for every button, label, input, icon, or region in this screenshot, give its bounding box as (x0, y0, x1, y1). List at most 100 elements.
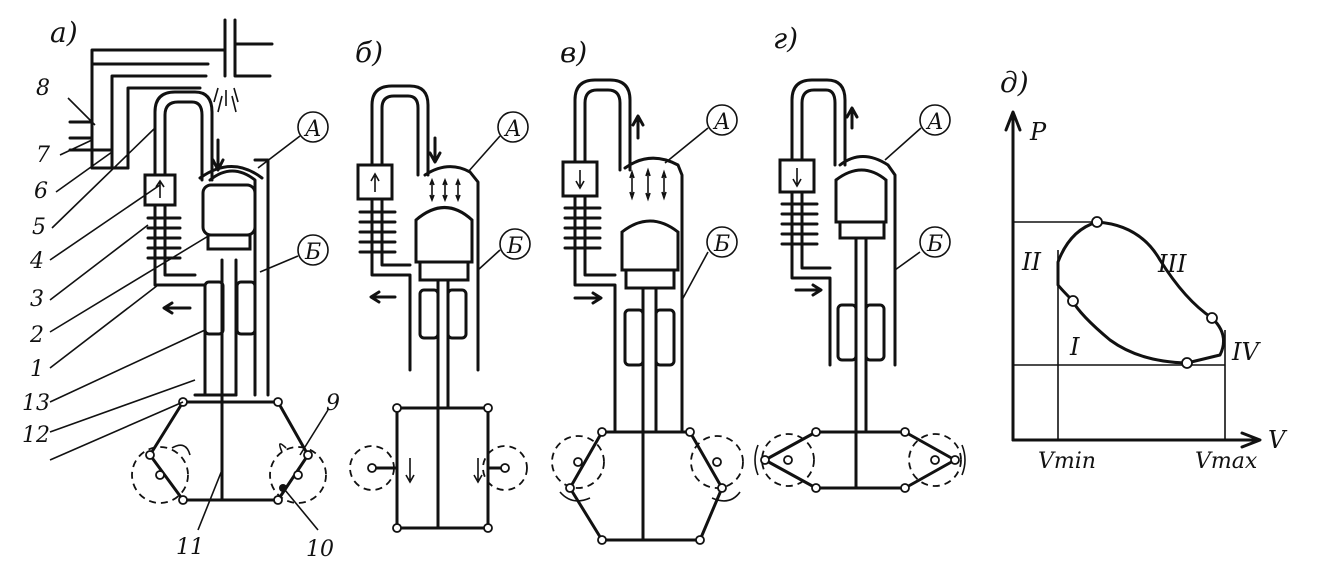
panel-g-letter: г) (773, 22, 798, 55)
panel-g: г) А Б (754, 22, 966, 493)
regenerator-arrow-icon (575, 170, 585, 190)
chamber-b-label: Б (926, 232, 943, 257)
part-number-leaders (49, 97, 329, 531)
burner-duct-outer (90, 48, 227, 170)
leader-b (259, 255, 299, 273)
part-number-12: 12 (22, 423, 50, 448)
part-number-8: 8 (36, 76, 50, 101)
rotation-arrows-icon (559, 491, 741, 502)
chamber-b-label: Б (304, 240, 321, 265)
cooler-pipe (153, 203, 207, 397)
cycle-point (1181, 357, 1193, 369)
displacer-rod (854, 236, 868, 490)
chamber-a-label: А (303, 117, 322, 142)
heater-loop-outer (370, 84, 430, 177)
panel-a-letter: а) (50, 16, 78, 49)
chamber-b-badge (297, 234, 329, 266)
cycle-point (1067, 295, 1079, 307)
heater-loop-outer (790, 78, 847, 167)
cooler-pipe (573, 194, 617, 432)
phase-label-iii: III (1157, 250, 1187, 278)
rhombic-linkage (148, 400, 310, 502)
part-number-7: 7 (36, 143, 50, 168)
cooler-pipe (790, 190, 832, 367)
crank-circle-right (482, 445, 528, 491)
power-piston-left (623, 308, 645, 367)
cooler-fins (358, 210, 397, 254)
crank-circle-left (761, 433, 815, 487)
chamber-b-label: Б (713, 232, 730, 257)
flow-arrow-down (428, 136, 442, 164)
rotation-arrows-icon (171, 443, 287, 456)
pv-cycle-curve (1056, 220, 1226, 365)
leader-b (477, 249, 501, 271)
leader-b (681, 251, 709, 301)
part-number-13: 13 (22, 391, 50, 416)
crank-circle-right (908, 433, 962, 487)
heater-loop-outer (573, 78, 632, 172)
chamber-a-badge (919, 104, 951, 136)
displacer-rod (220, 258, 238, 502)
displacer-piston (201, 183, 257, 237)
displacer-skirt (624, 268, 676, 290)
chamber-a-label: А (712, 110, 731, 135)
chamber-b-badge (706, 226, 738, 258)
displacer-skirt (206, 233, 252, 251)
part-number-5: 5 (32, 215, 46, 240)
chamber-b-badge (499, 228, 531, 260)
displacer-skirt (838, 220, 886, 240)
leader-a (664, 127, 709, 164)
v-axis-arrow-icon (1240, 431, 1262, 449)
power-piston-right (235, 280, 257, 336)
flow-arrow-up (845, 106, 859, 130)
leader-a (257, 135, 301, 169)
cylinder (838, 155, 897, 367)
part-number-6: 6 (34, 179, 48, 204)
chamber-a-badge (297, 111, 329, 143)
part-number-2: 2 (29, 323, 44, 348)
displacer-piston (834, 168, 888, 224)
vmax-label: Vmax (1195, 449, 1258, 474)
cylinder-head (208, 169, 257, 397)
crank-circle-left (551, 435, 605, 489)
flow-arrow-left (162, 301, 192, 315)
displacer-rod (436, 278, 450, 530)
panel-b: б) А Б (349, 36, 531, 533)
burner-nozzle (223, 18, 274, 78)
hot-space-dome (198, 165, 264, 180)
cooler-pipe (370, 197, 412, 372)
p-axis-label: P (1029, 118, 1047, 146)
panel-b-letter: б) (355, 36, 383, 69)
power-piston-left (203, 280, 225, 336)
displacer-rod (641, 286, 658, 542)
cycle-point (1091, 216, 1103, 228)
burner-duct-inner (110, 74, 208, 170)
part-number-11: 11 (176, 535, 204, 560)
gas-flow-arrows-icon (629, 167, 667, 202)
rotation-arrows-icon (754, 444, 966, 476)
displacer-skirt (418, 260, 470, 282)
panel-d-pv-diagram: д) P V II III I IV Vmin Vmax (1000, 66, 1288, 474)
regenerator-arrow-icon (792, 168, 802, 188)
crank-circle-left (131, 446, 189, 504)
chamber-b-badge (919, 226, 951, 258)
leader-b (894, 251, 921, 271)
part-number-3: 3 (30, 287, 44, 312)
chamber-a-badge (497, 111, 529, 143)
heater-loop-inner (800, 88, 837, 167)
panel-v-letter: в) (560, 36, 587, 69)
phase-label-i: I (1069, 333, 1080, 361)
part-number-9: 9 (326, 391, 340, 416)
heater-loop-inner (380, 94, 420, 177)
power-piston-right (654, 308, 676, 367)
chamber-a-badge (706, 104, 738, 136)
rotation-arrows-icon (405, 458, 483, 484)
regenerator-arrow-icon (155, 179, 165, 198)
phase-label-iv: IV (1231, 338, 1261, 366)
phase-label-ii: II (1021, 248, 1041, 276)
heater-loop-outer (153, 90, 214, 182)
p-axis-arrow-icon (1004, 110, 1022, 132)
panel-v: в) А Б (551, 36, 744, 545)
preheater (68, 120, 130, 170)
heater-loop-inner (163, 100, 204, 182)
